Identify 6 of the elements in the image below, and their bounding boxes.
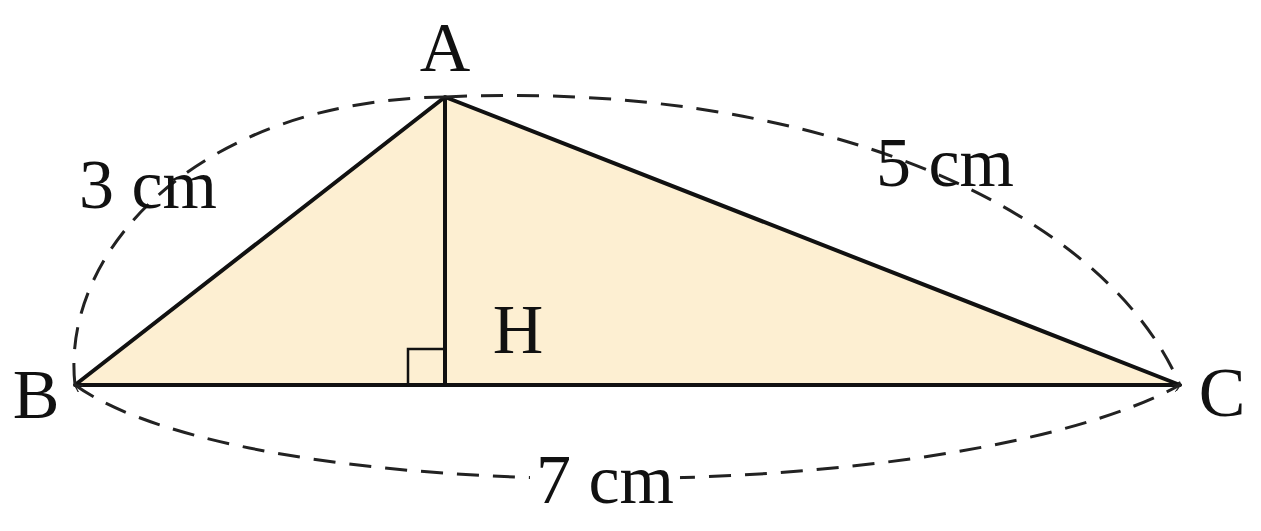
length-label: 3 cm	[79, 150, 217, 220]
length-label: 5 cm	[876, 128, 1014, 198]
point-label: H	[492, 295, 544, 365]
point-label: A	[419, 13, 471, 83]
point-label: C	[1198, 358, 1246, 428]
point-label: B	[12, 360, 60, 430]
